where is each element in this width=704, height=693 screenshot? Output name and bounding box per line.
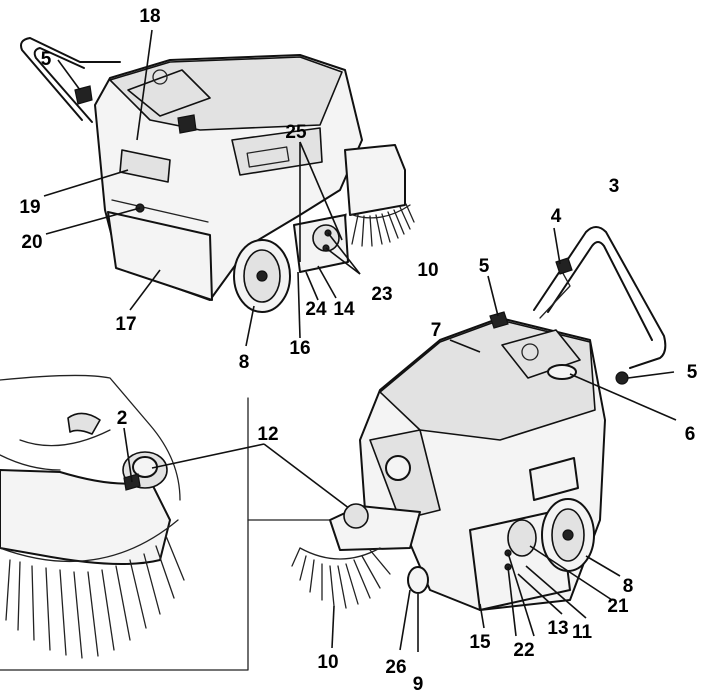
callout-5: 5 xyxy=(687,362,698,383)
rear-control-panel xyxy=(127,69,211,117)
callout-21: 21 xyxy=(607,596,629,617)
callout-24: 24 xyxy=(305,299,327,320)
callout-17: 17 xyxy=(115,314,136,335)
detail-leaders xyxy=(123,427,359,516)
callout-2: 2 xyxy=(117,408,128,429)
callout-7: 7 xyxy=(431,320,442,341)
callout-12: 12 xyxy=(257,424,278,445)
front-side-brush xyxy=(291,547,391,609)
callout-labels: 18 5 25 19 20 10 23 14 24 17 16 8 3 4 5 … xyxy=(19,6,697,693)
callout-5: 5 xyxy=(479,256,490,277)
front-wheel xyxy=(541,498,595,572)
callout-3: 3 xyxy=(609,176,620,197)
callout-26: 26 xyxy=(385,657,406,678)
callout-23: 23 xyxy=(371,284,392,305)
callout-19: 19 xyxy=(19,197,40,218)
rear-wheel xyxy=(233,239,291,313)
callout-13: 13 xyxy=(547,618,568,639)
hopper xyxy=(107,211,213,301)
front-view xyxy=(291,226,667,611)
callout-16: 16 xyxy=(289,338,310,359)
detail-view xyxy=(0,374,185,659)
rear-view xyxy=(20,37,415,313)
callout-15: 15 xyxy=(469,632,491,653)
callout-10: 10 xyxy=(417,260,438,281)
callout-8: 8 xyxy=(239,352,250,373)
detail-side-brush xyxy=(0,519,185,659)
callout-22: 22 xyxy=(513,640,534,661)
callout-5: 5 xyxy=(41,49,52,70)
callout-18: 18 xyxy=(139,6,160,27)
callout-9: 9 xyxy=(413,674,424,693)
callout-4: 4 xyxy=(551,206,562,227)
rear-view-leaders xyxy=(43,29,361,347)
callout-20: 20 xyxy=(21,232,42,253)
callout-25: 25 xyxy=(285,122,307,143)
callout-14: 14 xyxy=(333,299,355,320)
callout-6: 6 xyxy=(685,424,696,445)
callout-11: 11 xyxy=(572,622,593,643)
callout-10: 10 xyxy=(317,652,338,673)
callout-8: 8 xyxy=(623,576,634,597)
detail-divider xyxy=(0,397,249,671)
front-view-leaders xyxy=(331,227,677,652)
rear-side-brush xyxy=(341,203,415,247)
